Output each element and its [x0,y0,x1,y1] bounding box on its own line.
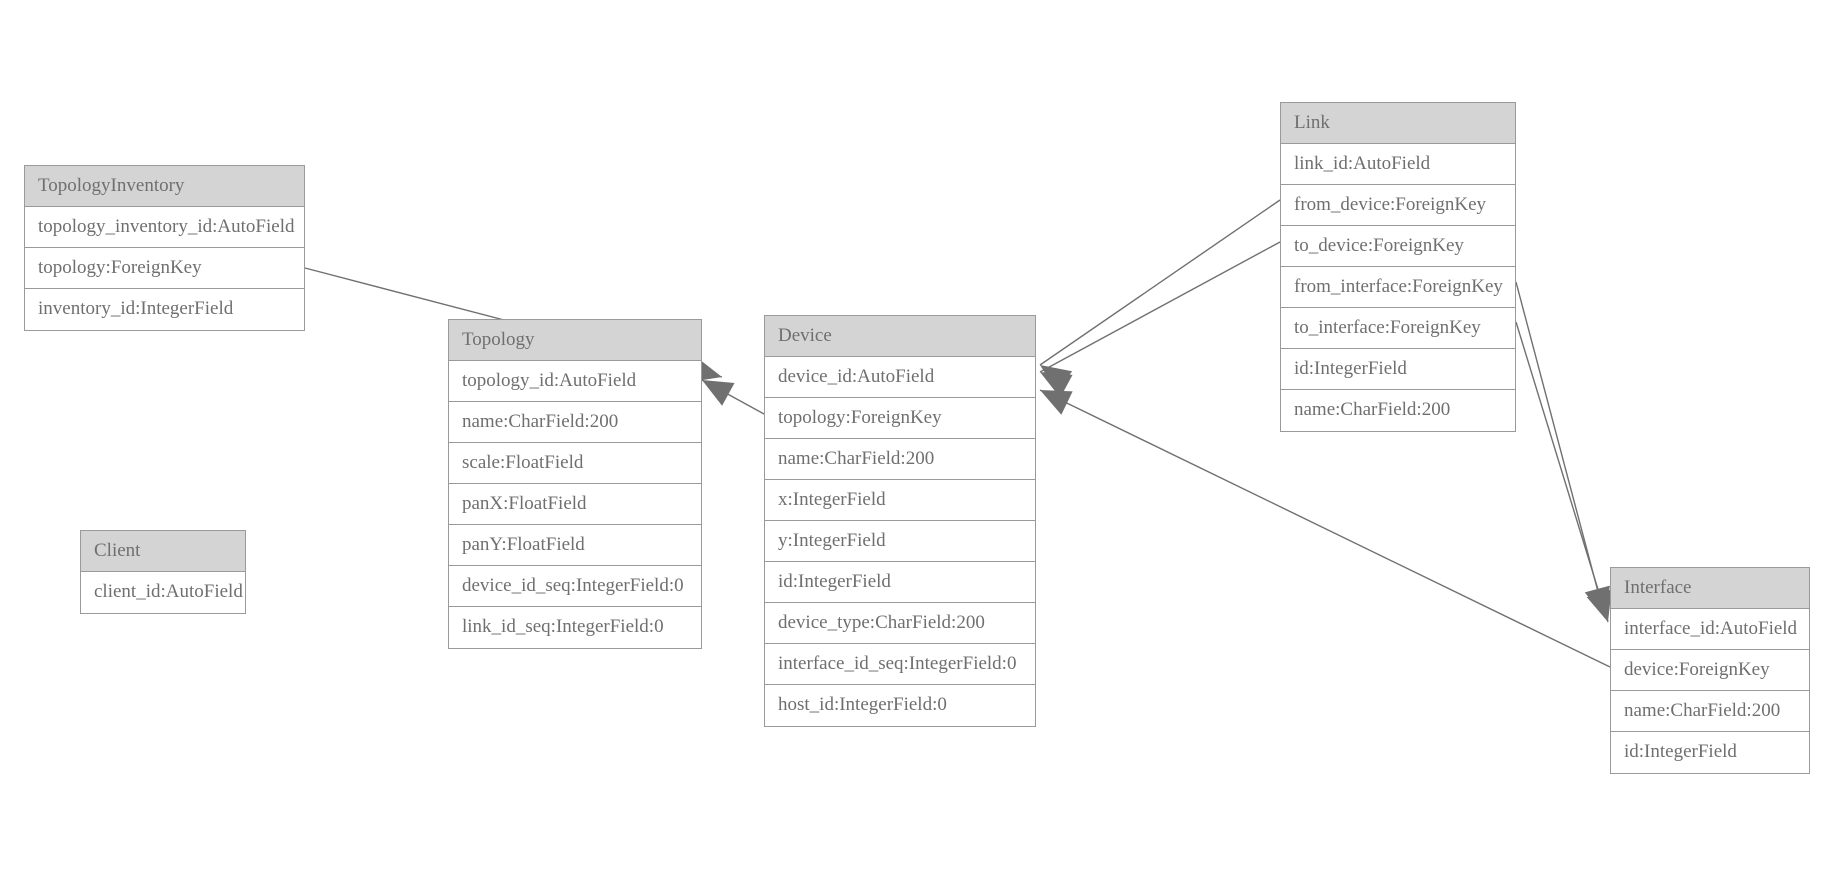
entity-field-row[interactable]: name:CharField:200 [1281,390,1515,431]
entity-field-row[interactable]: name:CharField:200 [449,402,701,443]
entity-field-row[interactable]: to_device:ForeignKey [1281,226,1515,267]
entity-title-topology: Topology [449,320,701,361]
rel-link-tointerface-interface[interactable] [1515,321,1620,626]
entity-field-row[interactable]: client_id:AutoField [81,572,245,613]
entity-title-device: Device [765,316,1035,357]
relationship-arrowhead [1040,365,1073,393]
entity-field-row[interactable]: id:IntegerField [1611,732,1809,773]
rel-link-todevice-device[interactable] [1034,241,1281,398]
rel-link-frominterface-interface[interactable] [1515,281,1618,621]
entity-field-row[interactable]: y:IntegerField [765,521,1035,562]
entity-field-row[interactable]: x:IntegerField [765,480,1035,521]
entity-title-topology_inventory: TopologyInventory [25,166,304,207]
relationship-arrowhead [1040,372,1073,398]
entity-field-row[interactable]: interface_id:AutoField [1611,609,1809,650]
entity-field-row[interactable]: topology:ForeignKey [765,398,1035,439]
relationship-arrowhead [1040,390,1073,415]
entity-field-row[interactable]: from_device:ForeignKey [1281,185,1515,226]
relationship-line [1039,199,1281,366]
entity-field-row[interactable]: topology_id:AutoField [449,361,701,402]
entity-field-row[interactable]: host_id:IntegerField:0 [765,685,1035,726]
entity-field-row[interactable]: id:IntegerField [765,562,1035,603]
entity-field-row[interactable]: topology:ForeignKey [25,248,304,289]
entity-field-row[interactable]: name:CharField:200 [765,439,1035,480]
entity-title-client: Client [81,531,245,572]
entity-field-row[interactable]: link_id:AutoField [1281,144,1515,185]
entity-field-row[interactable]: id:IntegerField [1281,349,1515,390]
rel-link-fromdevice-device[interactable] [1033,199,1281,393]
entity-field-row[interactable]: topology_inventory_id:AutoField [25,207,304,248]
rel-device-topology[interactable] [696,369,765,415]
entity-field-row[interactable]: device_id:AutoField [765,357,1035,398]
relationship-line [1515,281,1606,619]
entity-field-row[interactable]: panY:FloatField [449,525,701,566]
entity-field-row[interactable]: inventory_id:IntegerField [25,289,304,330]
entity-field-row[interactable]: device_type:CharField:200 [765,603,1035,644]
entity-title-interface: Interface [1611,568,1809,609]
entity-field-row[interactable]: panX:FloatField [449,484,701,525]
entity-field-row[interactable]: scale:FloatField [449,443,701,484]
entity-title-link: Link [1281,103,1515,144]
entity-field-row[interactable]: interface_id_seq:IntegerField:0 [765,644,1035,685]
relationship-line [1039,241,1281,373]
relationship-line [1515,321,1609,623]
entity-field-row[interactable]: to_interface:ForeignKey [1281,308,1515,349]
entity-field-row[interactable]: link_id_seq:IntegerField:0 [449,607,701,648]
entity-field-row[interactable]: device:ForeignKey [1611,650,1809,691]
relationship-line [701,379,765,415]
entity-field-row[interactable]: from_interface:ForeignKey [1281,267,1515,308]
entity-field-row[interactable]: name:CharField:200 [1611,691,1809,732]
entity-field-row[interactable]: device_id_seq:IntegerField:0 [449,566,701,607]
